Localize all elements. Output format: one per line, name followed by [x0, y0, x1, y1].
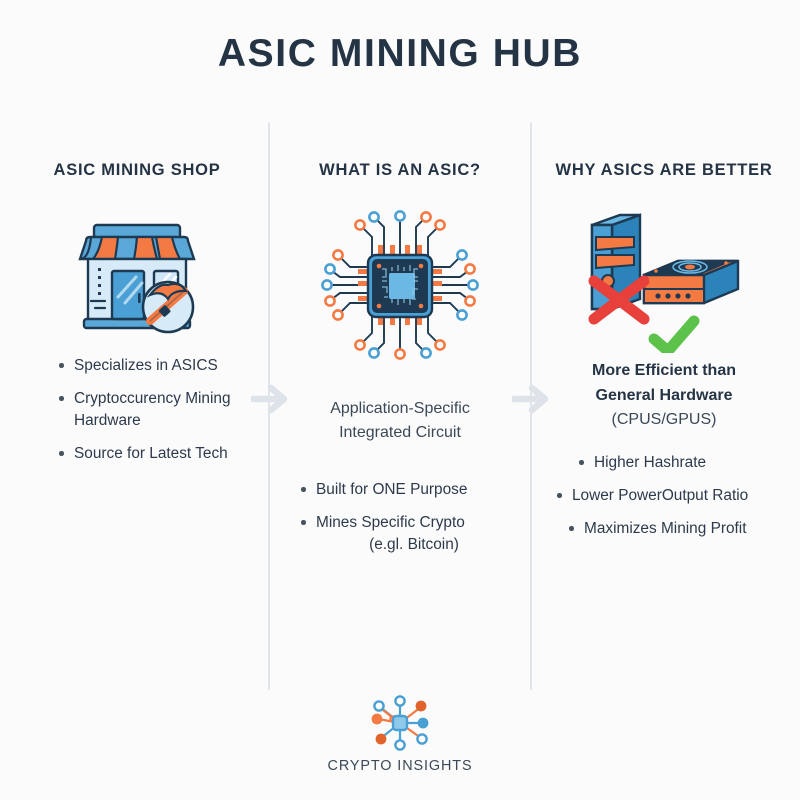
column-asic-mining-shop: ASIC MINING SHOP	[14, 160, 260, 476]
column-divider-right	[530, 122, 532, 690]
list-item: Maximizes Mining Profit	[564, 518, 788, 540]
why-better-summary: More Efficient than General Hardware (CP…	[540, 359, 788, 432]
why-better-line-1: More Efficient than	[591, 362, 736, 380]
bullet-list-asic: Built for ONE Purpose Mines Specific Cry…	[296, 479, 520, 556]
footer-label: CRYPTO INSIGHTS	[327, 758, 473, 774]
arrow-right-icon	[249, 382, 293, 416]
column-why-asics-are-better: WHY ASICS ARE BETTER	[540, 160, 788, 551]
list-item: Built for ONE Purpose	[296, 479, 520, 501]
pc-tower-crossed-asic-miner-checked-icon	[540, 203, 788, 354]
column-what-is-an-asic: WHAT IS AN ASIC?	[280, 160, 520, 567]
list-item: Source for Latest Tech	[54, 443, 260, 465]
column-heading-why-better: WHY ASICS ARE BETTER	[555, 161, 773, 179]
network-nodes-logo-icon	[364, 694, 436, 752]
storefront-with-pickaxe-icon	[14, 203, 260, 343]
asic-definition-line-1: Application-Specific	[330, 400, 470, 418]
list-item-subtext: (e.gl. Bitcoin)	[369, 536, 459, 554]
arrow-right-icon	[510, 382, 554, 416]
microchip-circuit-icon	[280, 197, 520, 373]
bullet-list-why-better: Higher Hashrate Lower PowerOutput Ratio …	[552, 452, 788, 540]
list-item: Mines Specific Crypto (e.gl. Bitcoin)	[296, 512, 520, 556]
list-item-label: Mines Specific Crypto	[316, 514, 465, 532]
column-divider-left	[268, 122, 270, 690]
asic-definition: Application-Specific Integrated Circuit	[280, 397, 520, 445]
asic-definition-line-2: Integrated Circuit	[339, 424, 461, 442]
why-better-line-3: (CPUS/GPUS)	[611, 411, 717, 429]
column-heading-what-is-asic: WHAT IS AN ASIC?	[319, 161, 481, 179]
list-item: Specializes in ASICS	[54, 355, 260, 377]
column-heading-shop: ASIC MINING SHOP	[53, 161, 221, 179]
page-title: ASIC MINING HUB	[217, 32, 583, 75]
bullet-list-shop: Specializes in ASICS Cryptoccurency Mini…	[54, 355, 260, 465]
why-better-line-2: General Hardware	[595, 386, 733, 404]
list-item: Lower PowerOutput Ratio	[552, 485, 788, 507]
list-item: Higher Hashrate	[574, 452, 788, 474]
footer-branding: CRYPTO INSIGHTS	[0, 694, 800, 774]
list-item: Cryptoccurency Mining Hardware	[54, 388, 260, 432]
